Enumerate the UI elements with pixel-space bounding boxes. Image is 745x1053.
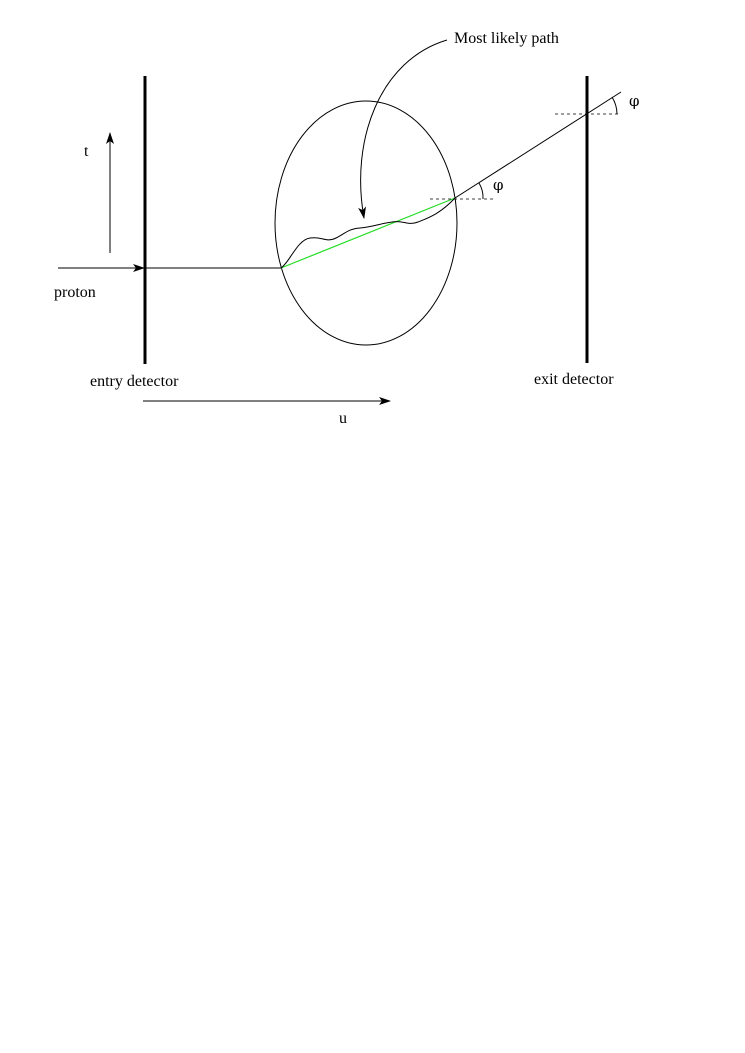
- straight-line-path: [280, 197, 456, 269]
- detector-angle-arc: [611, 96, 618, 115]
- exit-detector-label: exit detector: [534, 371, 614, 388]
- u-axis-label: u: [339, 410, 347, 427]
- exit-path-line: [454, 91, 622, 199]
- exit-angle-phi-label: φ: [629, 92, 640, 110]
- t-axis-label: t: [84, 143, 89, 160]
- most-likely-path-pointer: [358, 39, 448, 219]
- most-likely-path-label: Most likely path: [454, 30, 559, 47]
- proton-label: proton: [54, 284, 96, 301]
- object-angle-phi-label: φ: [493, 176, 504, 194]
- entry-detector-label: entry detector: [90, 373, 179, 390]
- object-angle-arc: [478, 182, 484, 200]
- object-ellipse: [274, 100, 458, 346]
- most-likely-path-curve: [280, 197, 456, 269]
